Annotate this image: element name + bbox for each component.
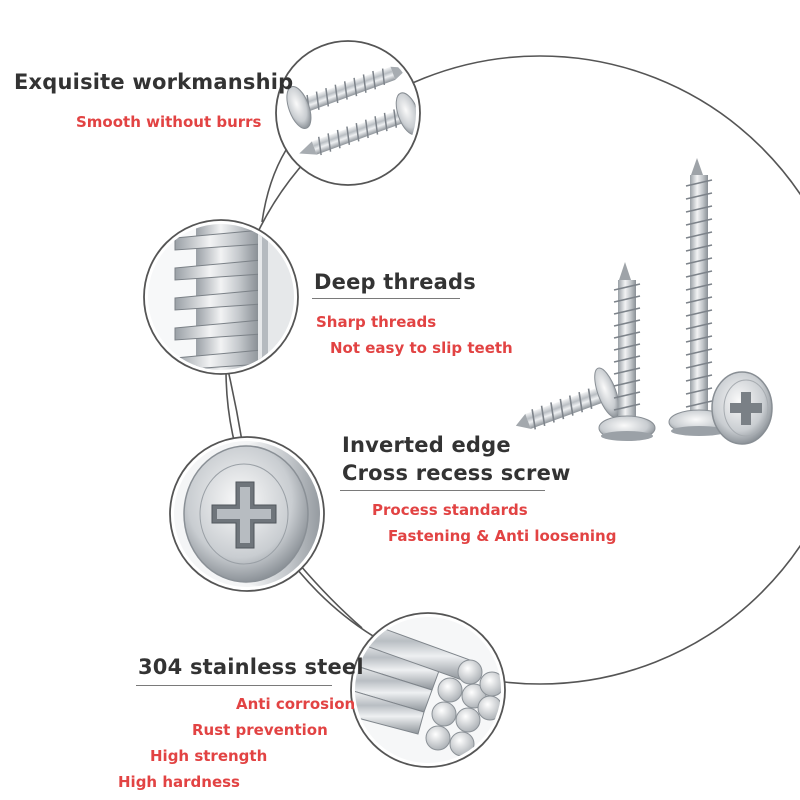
feature-2-point-1: Sharp threads (316, 313, 437, 331)
pan-head-screws-icon (275, 40, 421, 186)
feature-4-point-2: Rust prevention (192, 721, 328, 739)
feature-3-underline (340, 490, 545, 491)
cross-recess-head-icon (169, 436, 325, 592)
feature-3-title-line-2: Cross recess screw (342, 461, 571, 485)
feature-2-title: Deep threads (314, 270, 476, 294)
feature-3-point-1: Process standards (372, 501, 528, 519)
feature-4-point-3: High strength (150, 747, 268, 765)
feature-1-point-1: Smooth without burrs (76, 113, 262, 131)
feature-4-point-1: Anti corrosion (236, 695, 356, 713)
feature-1-title: Exquisite workmanship (14, 70, 294, 94)
feature-4-point-4: High hardness (118, 773, 240, 791)
feature-3-point-2: Fastening & Anti loosening (388, 527, 617, 545)
feature-2-underline (312, 298, 460, 299)
self-tapping-screws-icon (515, 158, 773, 445)
feature-2-point-2: Not easy to slip teeth (330, 339, 513, 357)
feature-4-title: 304 stainless steel (138, 655, 364, 679)
steel-rods-icon (350, 612, 506, 768)
feature-4-underline (136, 685, 332, 686)
thread-closeup-icon (143, 219, 299, 375)
feature-3-title-line-1: Inverted edge (342, 433, 511, 457)
